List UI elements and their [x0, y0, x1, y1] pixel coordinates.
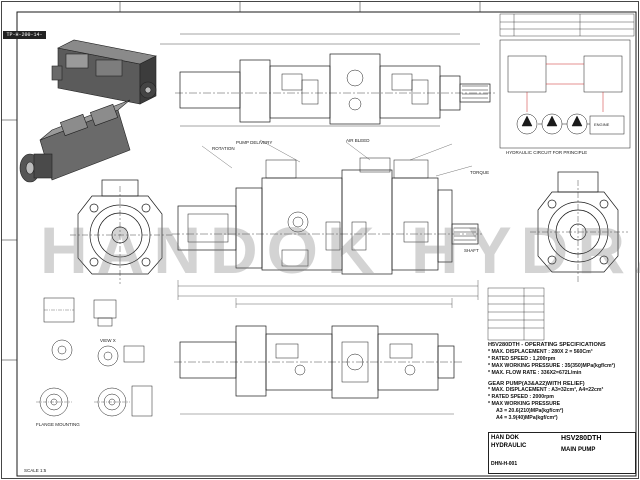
- detail-views: [36, 297, 153, 417]
- gear-spec-line: * MAX WORKING PRESSURE: [488, 401, 561, 408]
- drawing-number: DHN-H-001: [491, 461, 518, 467]
- gear-spec-line: * RATED SPEED : 2000rpm: [488, 394, 554, 401]
- front-view-drawing: [172, 139, 482, 308]
- company-name: HAN DOK: [491, 435, 519, 441]
- spec-line: * RATED SPEED : 1,200rpm: [488, 355, 556, 362]
- title-block: HAN DOK HYDRAULIC HSV280DTH MAIN PUMP DH…: [488, 432, 636, 474]
- gear-spec-line: A4 = 3.9(40)MPa(kgf/cm²): [496, 415, 558, 422]
- spec-line: * MAX. DISPLACEMENT : 280X 2 = 560Cm³: [488, 348, 593, 355]
- left-end-view: [70, 179, 172, 284]
- view-x-label: VIEW X: [100, 338, 116, 343]
- model-number: HSV280DTH: [561, 435, 602, 442]
- revision-table: [499, 13, 635, 37]
- spec-line: * MAX WORKING PRESSURE : 35(350)MPa(kgf/…: [488, 362, 616, 369]
- air-bleed-label: AIR BLEED: [346, 138, 370, 143]
- iso-pump-render-2: [19, 99, 131, 183]
- spec-line: * MAX. FLOW RATE : 336X2=672L/min: [488, 369, 582, 376]
- engine-label: ENGINE: [594, 122, 610, 127]
- shaft-label: SHAFT: [464, 248, 479, 253]
- hydraulic-circuit-diagram: [499, 39, 631, 149]
- scale-note: SCALE 1:5: [24, 468, 47, 473]
- hydraulic-circuit-label: HYDRAULIC CIRCUIT FOR PRINCIPLE: [506, 150, 588, 155]
- torque-label: TORQUE: [470, 170, 490, 175]
- rotation-label: ROTATION: [212, 146, 235, 151]
- flange-label: FLANGE MOUNTING: [36, 422, 80, 427]
- company-name-line2: HYDRAULIC: [491, 443, 527, 449]
- part-name: MAIN PUMP: [561, 447, 596, 453]
- parts-table: [487, 287, 545, 341]
- spec-title: H5V280DTH - OPERATING SPECIFICATIONS: [488, 342, 606, 348]
- pump-delivery-label: PUMP DELIVERY: [236, 140, 273, 145]
- gear-spec-line: * MAX. DISPLACEMENT : A3=32cm³, A4=22cm³: [488, 387, 604, 394]
- gear-spec-line: A3 = 20.6(210)MPa(kgf/cm²): [496, 408, 564, 415]
- gear-pump-title: GEAR PUMP(A3&A22)WITH RELIEF): [488, 380, 585, 387]
- right-end-view: [530, 171, 628, 284]
- drawing-code-badge: TP-H-200-14-0000: [3, 31, 46, 46]
- bottom-view-drawing: [174, 325, 462, 415]
- top-view-drawing: [160, 33, 495, 127]
- iso-pump-render-1: [51, 39, 157, 105]
- operating-specifications: H5V280DTH - OPERATING SPECIFICATIONS * M…: [488, 342, 636, 422]
